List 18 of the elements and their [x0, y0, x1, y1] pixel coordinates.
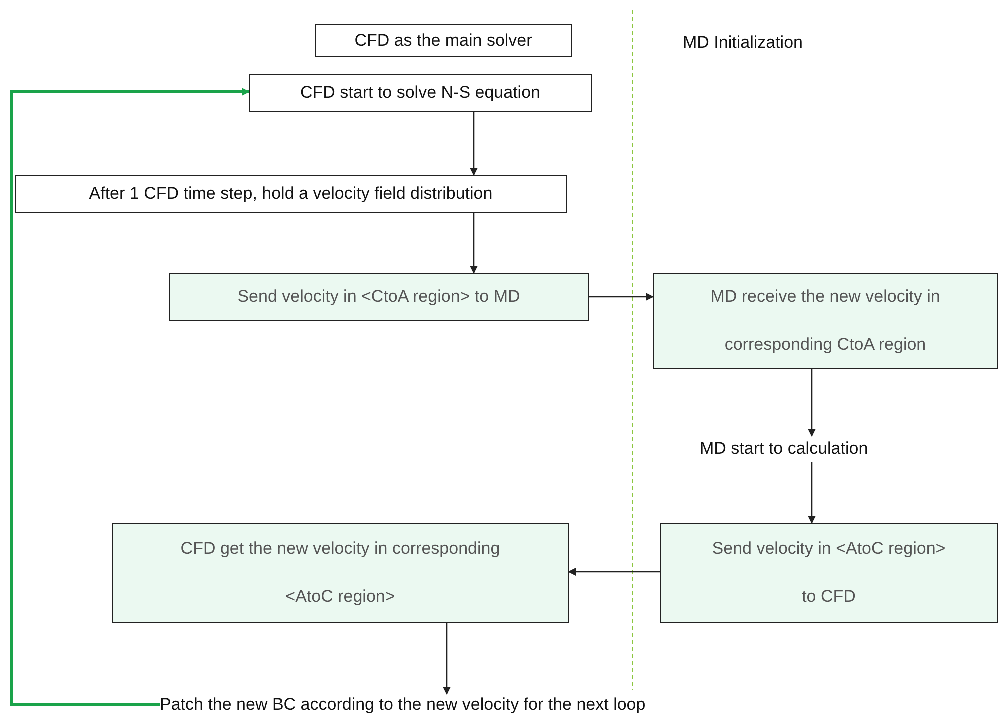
arrow	[808, 369, 816, 437]
process-box: CFD start to solve N-S equation	[249, 74, 592, 112]
step-label: Patch the new BC according to the new velocity for the next loop	[160, 694, 646, 716]
step-label: MD start to calculation	[700, 436, 868, 462]
process-box: Send velocity in <AtoC region> to CFD	[660, 523, 998, 623]
arrow	[470, 213, 478, 274]
process-box: MD receive the new velocity in corresponding CtoA region	[653, 273, 998, 369]
process-box: Send velocity in <CtoA region> to MD	[169, 273, 589, 321]
arrow	[470, 112, 478, 176]
arrow	[808, 462, 816, 524]
process-box: After 1 CFD time step, hold a velocity field distribution	[15, 175, 567, 213]
arrow	[443, 623, 451, 695]
step-label: MD Initialization	[683, 30, 803, 56]
process-box: CFD get the new velocity in corresponding <AtoC region>	[112, 523, 569, 623]
arrow	[10, 88, 250, 706]
arrow	[589, 293, 654, 301]
process-box: CFD as the main solver	[315, 24, 572, 57]
arrow	[568, 568, 660, 576]
